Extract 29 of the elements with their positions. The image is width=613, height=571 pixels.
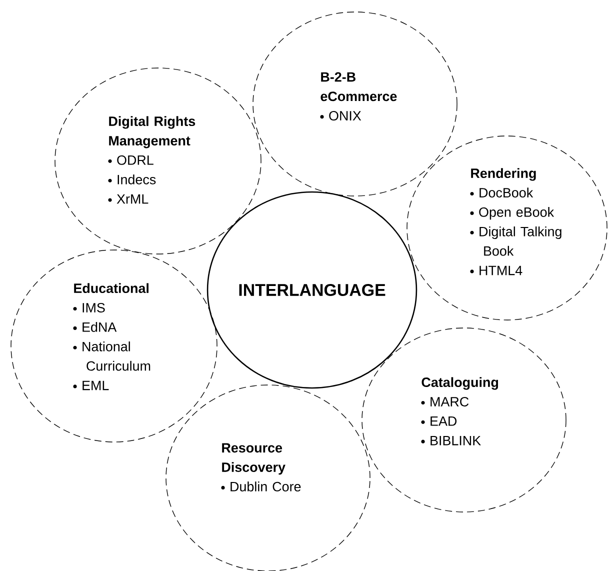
list-item: Indecs	[118, 174, 156, 184]
list-item: HTML4	[480, 266, 522, 276]
dashed-circle	[252, 12, 458, 196]
list-item: ODRL	[117, 155, 154, 165]
list-item: Dublin Core	[230, 482, 301, 492]
heading: Digital Rights Management	[109, 116, 196, 148]
list-item: ONIX	[329, 111, 362, 121]
list-item: BIBLINK	[430, 436, 481, 446]
dashed-circle	[10, 250, 218, 442]
circle	[206, 191, 418, 389]
list-item: Digital Talking Book	[480, 226, 562, 256]
list-item: XrML	[116, 194, 148, 204]
heading: Rendering	[471, 168, 536, 181]
list-item: EAD	[430, 416, 457, 426]
dashed-circle	[406, 136, 608, 320]
list-item: IMS	[82, 302, 105, 312]
heading: Cataloguing	[422, 377, 498, 390]
heading: Educational	[74, 283, 148, 294]
title-text: INTERLANGUAGE	[239, 284, 386, 296]
list-item: National Curriculum	[82, 341, 150, 371]
list-item: Open eBook	[479, 207, 554, 220]
list-item: EML	[82, 380, 109, 390]
list-item: DocBook	[480, 188, 534, 198]
dashed-circle	[54, 68, 262, 254]
heading: B-2-B eCommerce	[320, 72, 397, 102]
heading: Resource Discovery	[222, 443, 286, 475]
dashed-circle	[362, 328, 566, 512]
list-item: EdNA	[82, 322, 117, 332]
list-item: MARC	[430, 396, 469, 406]
